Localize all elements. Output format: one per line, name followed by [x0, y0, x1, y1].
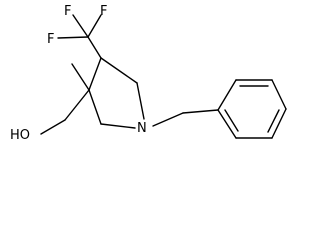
- atom-label-hydroxyl: HO: [10, 128, 30, 143]
- bond-ring-n-c2: [100, 123, 136, 129]
- bond-phenyl-inner-left: [224, 109, 239, 132]
- bond-c-f-top-right: [87, 14, 102, 38]
- bond-ring-c4-c5: [100, 57, 138, 84]
- atom-label-fluorine-bottom: F: [47, 32, 54, 47]
- bond-ch2-phenyl: [182, 109, 219, 114]
- atom-label-nitrogen: N: [137, 121, 147, 136]
- bond-phenyl-6: [217, 109, 237, 139]
- bond-ch2-oh: [40, 119, 66, 135]
- bond-phenyl-3: [271, 79, 287, 110]
- bond-phenyl-inner-right: [267, 109, 280, 133]
- bond-cf3-to-ring: [87, 36, 102, 59]
- bond-c3-ch2: [64, 89, 90, 121]
- bond-c-f-top-left: [72, 14, 89, 38]
- bond-ring-c3-c4: [88, 57, 102, 91]
- atom-label-fluorine-top-right: F: [100, 4, 107, 19]
- bond-c-f-bottom: [57, 36, 89, 39]
- bond-phenyl-1: [217, 79, 237, 111]
- bond-methyl: [71, 63, 90, 91]
- bond-phenyl-4: [271, 108, 287, 139]
- bond-n-ch2: [152, 112, 184, 127]
- bond-ring-c2-c3: [88, 89, 102, 125]
- bond-ring-c5-n: [136, 82, 145, 120]
- chemical-structure-diagram: F F F N HO: [10, 4, 287, 143]
- atom-label-fluorine-top-left: F: [64, 4, 71, 19]
